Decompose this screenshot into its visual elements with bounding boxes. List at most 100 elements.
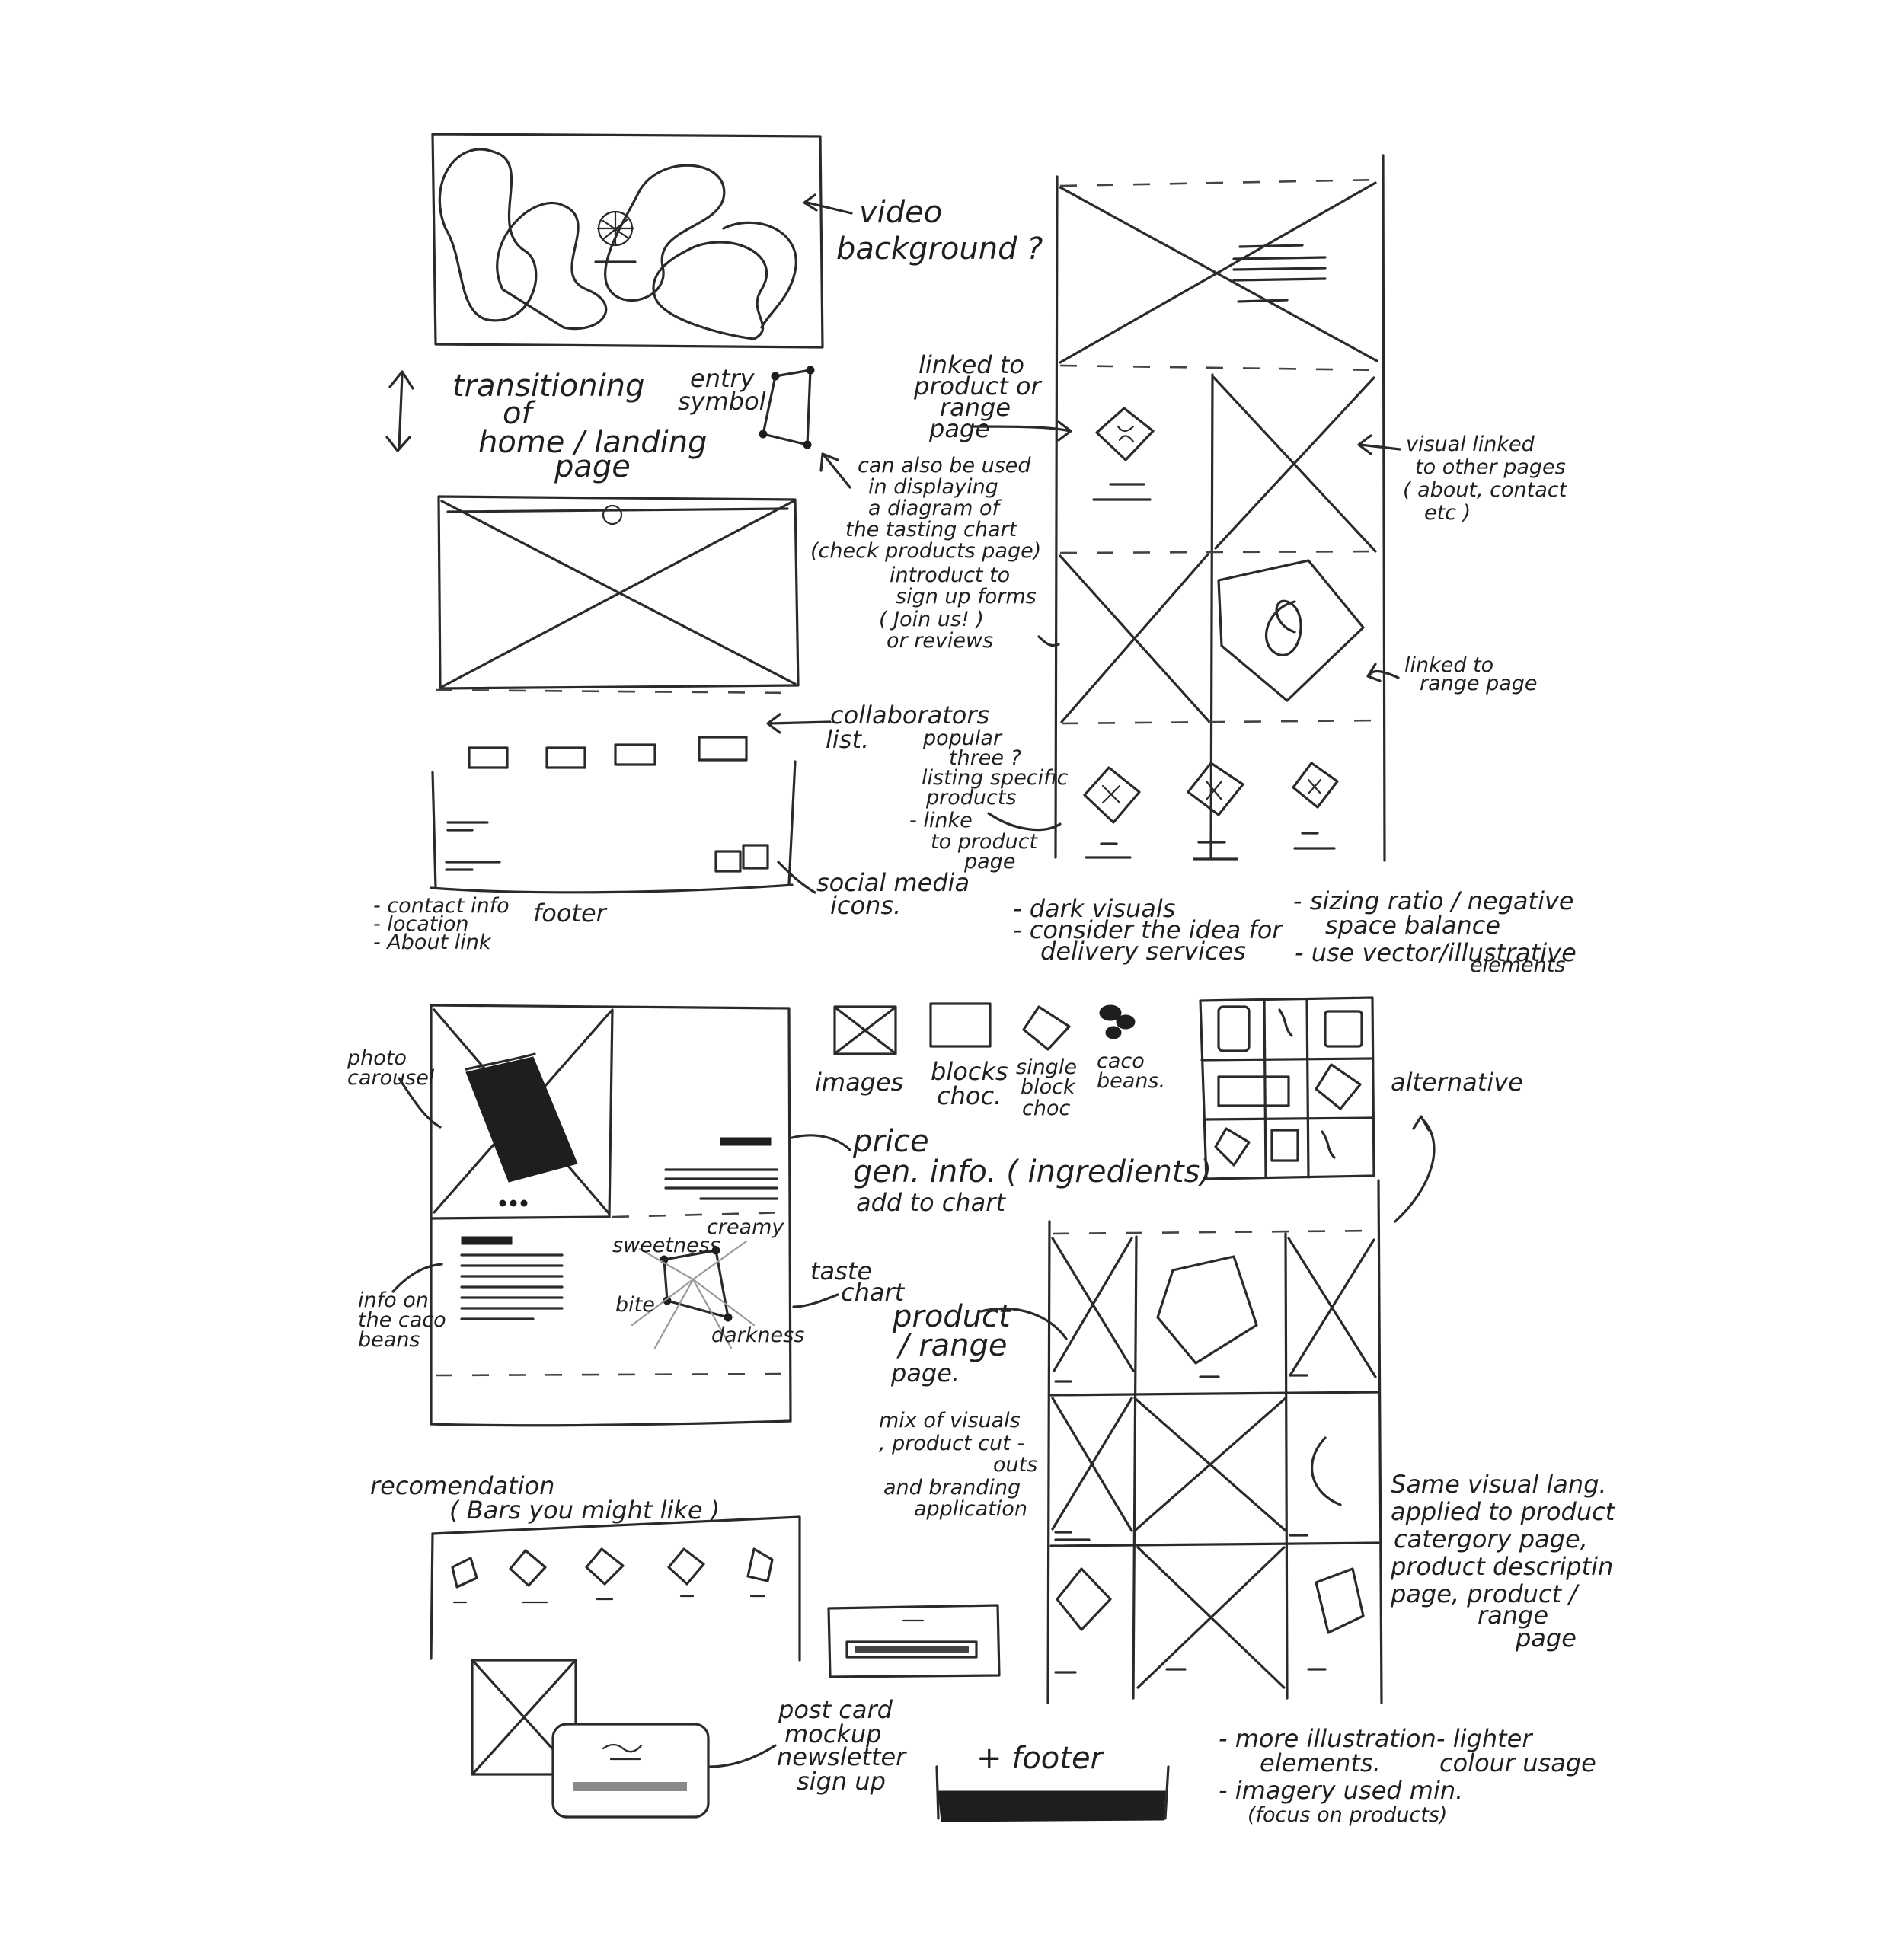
note-postcard-3: newsletter [777, 1742, 907, 1771]
small-logo-icon [602, 504, 623, 525]
note-popular-2: three ? [949, 746, 1021, 770]
note-popular-7: page [963, 850, 1015, 873]
note-range-1: product [892, 1299, 1011, 1334]
note-mix-4: and branding [883, 1476, 1021, 1499]
note-recommendation-1: recomendation [370, 1471, 554, 1500]
note-diagram-4: the tasting chart [845, 518, 1018, 541]
note-recommendation-2: ( Bars you might like ) [449, 1496, 720, 1525]
note-alternative: alternative [1391, 1068, 1523, 1097]
note-footer-label: footer [533, 899, 608, 928]
note-more-2: elements. [1260, 1748, 1381, 1777]
note-collab-1: collaborators [830, 701, 989, 730]
note-same-1: Same visual lang. [1391, 1470, 1607, 1499]
note-beans-2: the caco [358, 1308, 446, 1332]
note-plus-footer: + footer [976, 1741, 1105, 1776]
note-popular-5: - linke [909, 809, 973, 832]
note-visual-3: ( about, contact [1403, 478, 1568, 502]
note-more-4: (focus on products) [1248, 1803, 1447, 1827]
note-dark-1: - dark visuals [1013, 894, 1175, 923]
note-diagram-1: can also be used [858, 454, 1031, 477]
note-mix-3: outs [993, 1453, 1037, 1477]
popular-product-icon [1292, 762, 1339, 809]
note-signup-4: or reviews [887, 629, 993, 653]
note-diagram-2: in displaying [868, 475, 998, 499]
carousel-dot [520, 1199, 528, 1207]
note-postcard-2: mockup [784, 1720, 881, 1748]
popular-product-icon [1187, 762, 1244, 816]
note-lighter-2: colour usage [1439, 1748, 1596, 1777]
note-same-2: applied to product [1391, 1497, 1616, 1526]
note-entry-1: entry [690, 364, 756, 393]
collaborator-logo [468, 746, 509, 769]
popular-arrow [987, 812, 1062, 832]
note-popular-1: popular [922, 727, 1003, 750]
range-arrow [979, 1307, 1068, 1340]
bean-icon [1321, 1130, 1336, 1159]
legend-blocks-2: choc. [937, 1081, 1002, 1110]
note-sizing-3: - use vector/illustrative [1295, 938, 1577, 967]
note-mix-1: mix of visuals [879, 1409, 1021, 1432]
legend-single-2: block [1021, 1075, 1076, 1099]
note-sizing-1: - sizing ratio / negative [1293, 886, 1574, 915]
note-taste-2: chart [841, 1278, 906, 1307]
video-bg-arrow [803, 193, 853, 215]
alternative-grid-wireframe [1199, 996, 1375, 1180]
carousel-dot [510, 1199, 517, 1207]
range-page-wireframe [1046, 1179, 1383, 1704]
note-sizing-4: elements [1470, 953, 1565, 977]
legend-images-label: images [815, 1068, 903, 1097]
note-signup-2: sign up forms [896, 585, 1037, 608]
beans-arrow [391, 1263, 443, 1293]
note-linked-product-2: product or [913, 372, 1043, 401]
note-postcard-4: sign up [797, 1767, 886, 1796]
note-transition-1: transitioning [452, 369, 644, 404]
postcard-mockup-wireframe [471, 1659, 710, 1819]
note-linked-range-2: range page [1420, 672, 1538, 695]
note-mix-2: , product cut - [879, 1432, 1024, 1455]
footer-wireframe [935, 1765, 1170, 1822]
note-same-3: catergory page, [1394, 1525, 1588, 1554]
entry-symbol-shape [759, 366, 815, 449]
social-media-icon [742, 844, 769, 870]
recommended-bar-icon [667, 1547, 705, 1586]
price-arrow [791, 1134, 851, 1151]
cocoa-bean-icon [1099, 1004, 1136, 1039]
note-linked-product-3: range [940, 393, 1011, 422]
newsletter-banner-wireframe [827, 1604, 1001, 1678]
note-same-5: page, product / [1390, 1579, 1580, 1608]
product-photo-image [465, 1052, 578, 1183]
recommended-bar-icon [746, 1547, 774, 1582]
legend-block-icon [929, 1002, 992, 1048]
social-arrow [777, 861, 816, 894]
note-beans-3: beans [358, 1328, 420, 1352]
alternative-arrow [1394, 1115, 1436, 1223]
product-cutout [1156, 1255, 1258, 1365]
landing-page-wireframe [430, 495, 800, 894]
note-diagram-5: (check products page) [810, 539, 1041, 563]
recommendation-wireframe [430, 1515, 801, 1662]
note-sizing-2: space balance [1325, 911, 1500, 940]
recommended-bar-icon [585, 1547, 625, 1586]
popular-product-icon [1083, 766, 1141, 824]
note-range-2: / range [896, 1328, 1008, 1363]
note-postcard-1: post card [778, 1695, 893, 1724]
recommended-bar-icon [451, 1557, 478, 1589]
recommended-bar-icon [509, 1549, 547, 1587]
note-social-1: social media [816, 868, 970, 897]
collaborator-logo [545, 746, 586, 769]
note-same-4: product descriptin [1390, 1552, 1613, 1581]
note-collab-2: list. [826, 725, 869, 754]
collaborators-arrow [766, 713, 832, 734]
legend-beans-2: beans. [1097, 1069, 1165, 1093]
bean-icon [1278, 1008, 1293, 1037]
note-range-3: page. [890, 1359, 960, 1388]
note-signup-1: introduct to [890, 564, 1010, 587]
legend-blocks-1: blocks [931, 1057, 1008, 1086]
taste-axis-creamy: creamy [707, 1215, 784, 1239]
note-more-1: - more illustration [1219, 1724, 1436, 1753]
note-linked-range-1: linked to [1404, 653, 1493, 677]
note-price-2: gen. info. ( ingredients) [853, 1154, 1212, 1190]
note-linked-product-4: page [928, 414, 990, 443]
note-popular-6: to product [931, 830, 1039, 854]
